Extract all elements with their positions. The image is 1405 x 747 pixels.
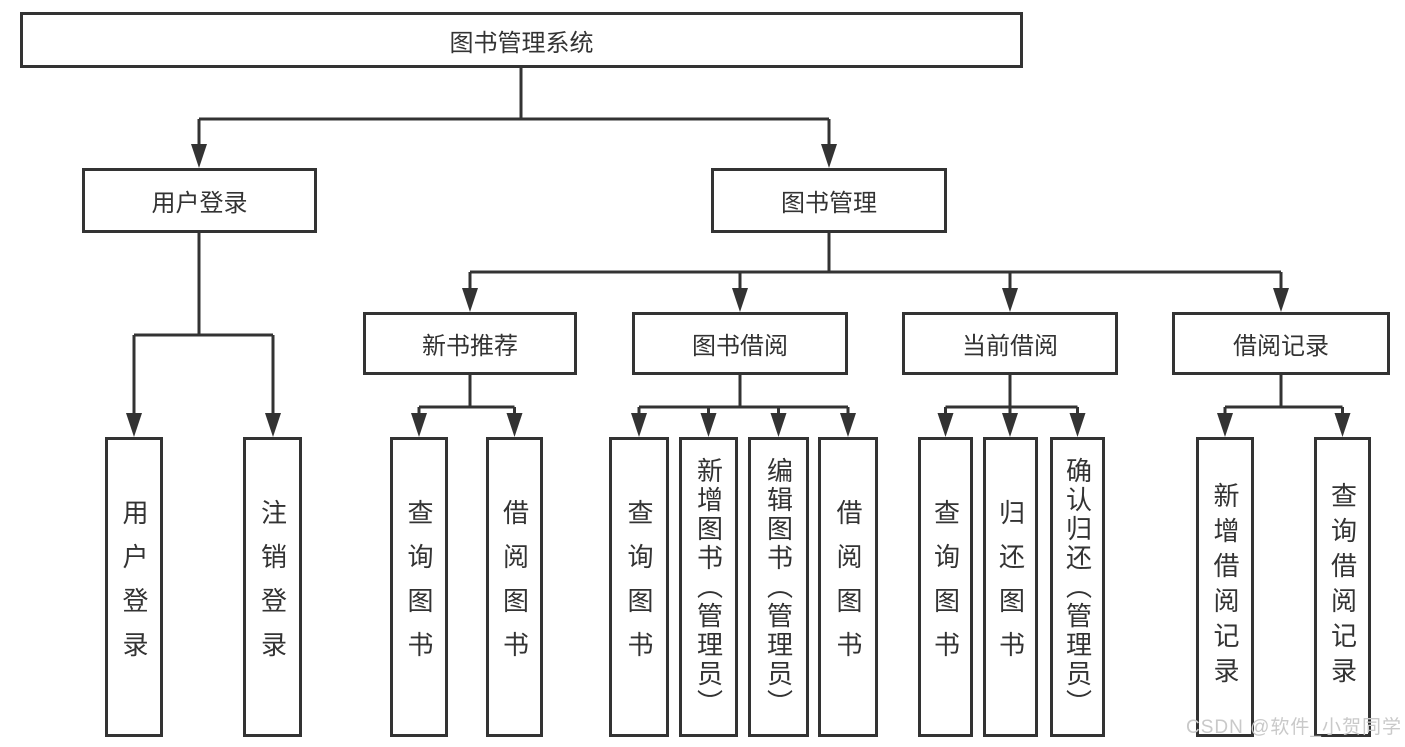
leaf-user-login-label: 用户登录 xyxy=(119,499,149,675)
node-user-login-label: 用户登录 xyxy=(151,190,248,217)
leaf-bb-query-book: 查询图书 xyxy=(609,437,669,737)
leaf-cb-return-book: 归还图书 xyxy=(983,437,1038,737)
node-book-borrow: 图书借阅 xyxy=(632,312,848,375)
leaf-cb-confirm-return: 确认归还（管理员） xyxy=(1050,437,1105,737)
leaf-bb-borrow-book: 借阅图书 xyxy=(818,437,878,737)
leaf-logout-login: 注销登录 xyxy=(243,437,302,737)
leaf-nbr-query-book-label: 查询图书 xyxy=(404,499,434,675)
node-new-book-recommend-label: 新书推荐 xyxy=(422,333,518,360)
arrowheads xyxy=(126,144,1351,437)
leaf-cb-return-book-label: 归还图书 xyxy=(995,499,1026,675)
leaf-cb-query-book: 查询图书 xyxy=(918,437,973,737)
node-current-borrow: 当前借阅 xyxy=(902,312,1118,375)
leaf-bb-borrow-book-label: 借阅图书 xyxy=(833,499,863,675)
node-book-management-label: 图书管理 xyxy=(781,190,877,217)
leaf-nbr-query-book: 查询图书 xyxy=(390,437,448,737)
leaf-bb-query-book-label: 查询图书 xyxy=(624,499,654,675)
leaf-bb-edit-book: 编辑图书（管理员） xyxy=(748,437,809,737)
node-user-login: 用户登录 xyxy=(82,168,317,233)
connector-paths xyxy=(132,68,1344,416)
leaf-logout-login-label: 注销登录 xyxy=(257,499,288,675)
node-book-borrow-label: 图书借阅 xyxy=(692,333,788,360)
leaf-nbr-borrow-book: 借阅图书 xyxy=(486,437,543,737)
node-borrow-record: 借阅记录 xyxy=(1172,312,1390,375)
leaf-bb-edit-book-label: 编辑图书（管理员） xyxy=(763,456,794,718)
leaf-br-query-record-label: 查询借阅记录 xyxy=(1327,482,1358,692)
node-book-management: 图书管理 xyxy=(711,168,947,233)
leaf-bb-add-book-label: 新增图书（管理员） xyxy=(693,456,724,718)
leaf-br-add-record-label: 新增借阅记录 xyxy=(1210,482,1240,692)
csdn-watermark: CSDN @软件_小贺同学 xyxy=(1186,717,1402,738)
leaf-bb-add-book: 新增图书（管理员） xyxy=(679,437,738,737)
node-new-book-recommend: 新书推荐 xyxy=(363,312,577,375)
leaf-cb-confirm-return-label: 确认归还（管理员） xyxy=(1062,456,1093,718)
node-root-label: 图书管理系统 xyxy=(449,29,594,57)
leaf-br-query-record: 查询借阅记录 xyxy=(1314,437,1371,737)
leaf-br-add-record: 新增借阅记录 xyxy=(1196,437,1254,737)
leaf-user-login: 用户登录 xyxy=(105,437,163,737)
node-borrow-record-label: 借阅记录 xyxy=(1233,333,1329,360)
node-current-borrow-label: 当前借阅 xyxy=(962,333,1058,360)
leaf-nbr-borrow-book-label: 借阅图书 xyxy=(499,499,530,675)
node-root-system: 图书管理系统 xyxy=(20,12,1023,68)
leaf-cb-query-book-label: 查询图书 xyxy=(930,499,961,675)
